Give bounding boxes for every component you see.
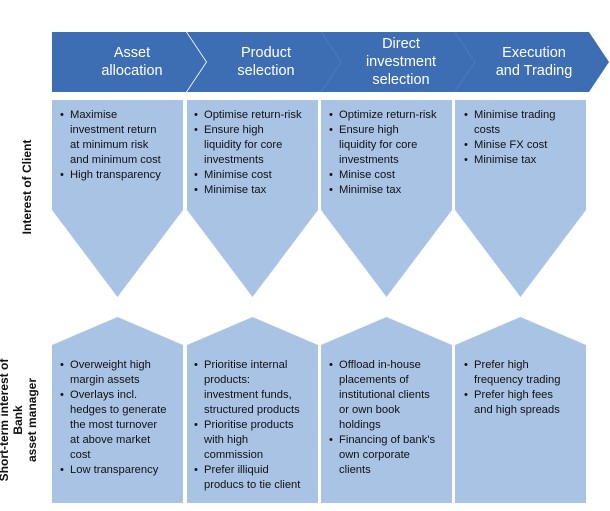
bank-interest-item: Prefer illiquid producs to tie client — [194, 463, 306, 493]
client-interest-item: Minimise tax — [194, 183, 302, 198]
client-interest-list-product-selection: Optimise return-riskEnsure high liquidit… — [194, 108, 302, 198]
client-interest-item: Optimise return-risk — [194, 108, 302, 123]
client-interest-item: Minimise trading costs — [464, 108, 572, 138]
bank-interest-item: Low transparency — [60, 463, 168, 478]
client-interest-item: Ensure high liquidity for core investmen… — [329, 123, 437, 168]
bank-interest-item: Prefer high frequency trading — [464, 358, 572, 388]
row-label-interest-of-client: Interest of Client — [20, 139, 34, 235]
bank-interest-item: Financing of bank's own corporate client… — [329, 433, 437, 478]
stage-label-execution-and-trading: Execution and Trading — [495, 45, 573, 79]
client-interest-list-execution-trading: Minimise trading costsMinise FX costMini… — [464, 108, 572, 168]
client-interest-item: Optimize return-risk — [329, 108, 437, 123]
stage-chevron-2 — [187, 32, 341, 92]
bank-interest-list-execution-trading: Prefer high frequency tradingPrefer high… — [464, 358, 572, 418]
bank-interest-item: Offload in-house placements of instituti… — [329, 358, 437, 433]
client-interest-item: High transparency — [60, 168, 168, 183]
bank-interest-list-product-selection: Prioritise internal products: investment… — [194, 358, 306, 493]
client-interest-item: Ensure high liquidity for core investmen… — [194, 123, 302, 168]
client-interest-item: Minimise cost — [194, 168, 302, 183]
client-interest-item: Minimise tax — [329, 183, 437, 198]
row-label-bank-interest: Short-term interest of Bank asset manage… — [0, 358, 39, 482]
stage-label-asset-allocation: Asset allocation — [101, 45, 163, 79]
stage-label-direct-investment-selection: Direct investment selection — [365, 36, 437, 88]
client-interest-item: Minise cost — [329, 168, 437, 183]
bank-interest-item: Overweight high margin assets — [60, 358, 168, 388]
bank-interest-item: Overlays incl. hedges to generate the mo… — [60, 388, 168, 463]
bank-interest-item: Prioritise products with high commission — [194, 418, 306, 463]
client-interest-item: Minise FX cost — [464, 138, 572, 153]
bank-interest-list-direct-investment: Offload in-house placements of instituti… — [329, 358, 437, 478]
bank-interest-item: Prioritise internal products: investment… — [194, 358, 306, 418]
client-interest-list-asset-allocation: Maximise investment return at minimum ri… — [60, 108, 168, 183]
client-interest-item: Minimise tax — [464, 153, 572, 168]
stage-label-product-selection: Product selection — [237, 45, 295, 79]
stage-chevron-1 — [52, 32, 206, 92]
client-interest-list-direct-investment: Optimize return-riskEnsure high liquidit… — [329, 108, 437, 198]
client-interest-item: Maximise investment return at minimum ri… — [60, 108, 168, 168]
bank-interest-list-asset-allocation: Overweight high margin assetsOverlays in… — [60, 358, 168, 478]
bank-interest-item: Prefer high fees and high spreads — [464, 388, 572, 418]
stage-chevron-3 — [321, 32, 475, 92]
stage-chevron-4 — [455, 32, 609, 92]
